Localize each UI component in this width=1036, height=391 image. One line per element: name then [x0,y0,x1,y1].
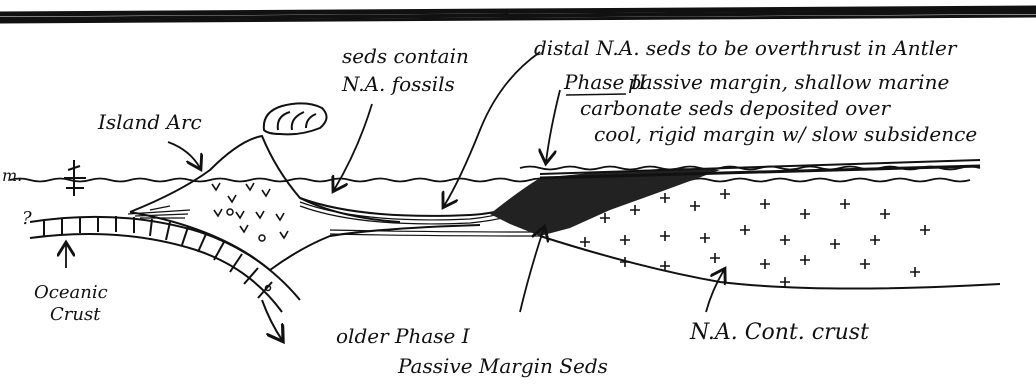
island-arc-volcano [128,136,480,291]
na-crust-label: N.A. Cont. crust [690,322,869,344]
distal-label: distal N.A. seds to be overthrust in Ant… [534,38,956,58]
question-mark-label: ? [22,210,32,228]
top-border-scribble [0,8,1036,22]
seds-contain-label-line2: N.A. fossils [342,74,455,94]
older-phase1-label-line2: Passive Margin Seds [398,356,608,376]
carbonate-platform [490,160,980,236]
phase2-underline [566,94,626,95]
oceanic-label-line1: Oceanic [34,284,108,302]
volcanic-plume [264,103,327,134]
sea-surface-line [10,179,970,182]
sea-level-symbol [64,160,86,196]
left-edge-label: m. [2,168,22,184]
subduction-arrow [262,300,282,340]
older-phase1-label-line1: older Phase I [336,326,470,346]
seds-contain-label-line1: seds contain [342,46,469,66]
oceanic-label-line2: Crust [50,306,100,324]
island-arc-label: Island Arc [98,112,202,132]
phase2-line3-label: cool, rigid margin w/ slow subsidence [594,124,977,144]
phase2-line1-label: passive margin, shallow marine [628,72,949,92]
phase2-line2-label: carbonate seds deposited over [580,98,890,118]
